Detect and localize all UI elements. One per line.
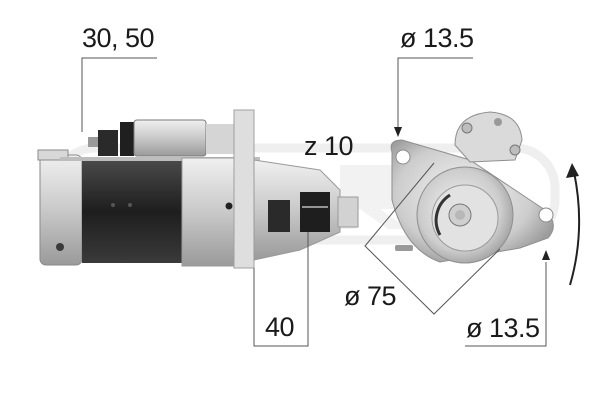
teeth-count-label: z 10 (304, 131, 354, 161)
bottom-hole-diameter-label: ø 13.5 (466, 313, 540, 343)
starter-front-view (390, 111, 554, 264)
arrow-up-icon (542, 250, 550, 260)
pinion-length-label: 40 (265, 312, 295, 342)
flange-diameter-label: ø 75 (344, 281, 397, 311)
arrow-down-icon (394, 127, 402, 137)
rotation-arrow-icon (566, 163, 581, 286)
terminal-size-label: 30, 50 (82, 23, 155, 53)
dimension-lines (81, 57, 547, 347)
top-hole-diameter-label: ø 13.5 (400, 23, 474, 53)
arrowheads (394, 127, 550, 260)
starter-side-view (37, 109, 359, 269)
